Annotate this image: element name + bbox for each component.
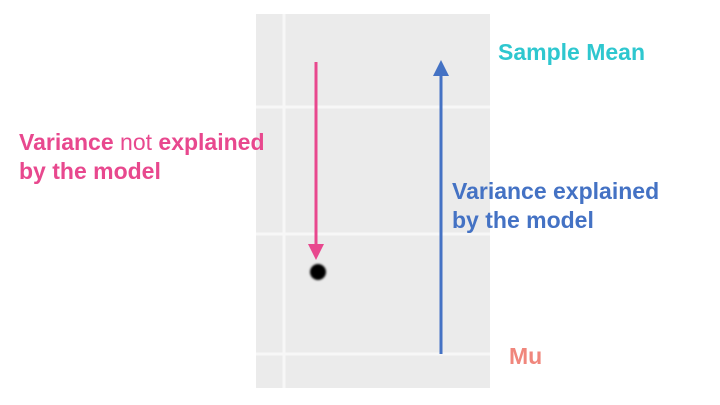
explained-label-line1: Variance explained xyxy=(452,178,660,204)
unexplained-label-line1: Variance not explained xyxy=(19,128,265,157)
unexplained-variance-arrow xyxy=(308,62,324,260)
unexplained-word-not: not xyxy=(113,129,159,155)
mu-label: Mu xyxy=(509,343,543,369)
explained-label-line2: by the model xyxy=(452,206,594,233)
unexplained-label-line2: by the model xyxy=(19,157,161,184)
data-point xyxy=(310,264,326,280)
explained-variance-label: Variance explained by the model xyxy=(452,177,659,235)
plot-panel xyxy=(256,14,490,388)
explained-variance-arrow xyxy=(433,60,449,354)
unexplained-word-explained: explained xyxy=(158,129,265,155)
unexplained-variance-label: Variance not explained by the model xyxy=(19,128,265,186)
unexplained-word-variance: Variance xyxy=(19,129,114,155)
sample-mean-label: Sample Mean xyxy=(498,39,645,65)
